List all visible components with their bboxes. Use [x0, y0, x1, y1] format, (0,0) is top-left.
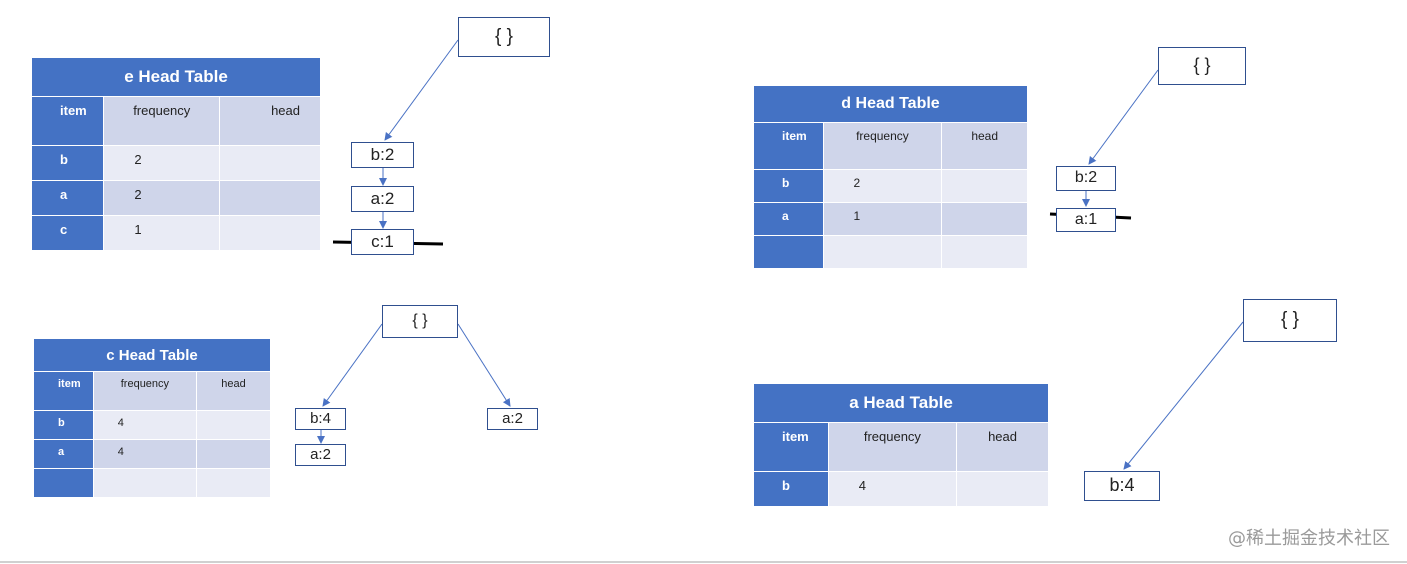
row-head — [197, 469, 270, 497]
table-row: a 2 — [32, 181, 320, 215]
table-row: b 4 — [754, 472, 1048, 506]
d-tree-root-node: { } — [1158, 47, 1246, 85]
e-tree-node-c: c:1 — [351, 229, 414, 255]
c-tree-root-node: { } — [382, 305, 458, 338]
row-frequency: 2 — [104, 146, 220, 180]
d-tree-node-b: b:2 — [1056, 166, 1116, 191]
c-tree-node-a: a:2 — [487, 408, 538, 430]
column-header-head: head — [942, 123, 1027, 169]
row-item: a — [32, 181, 104, 215]
row-frequency — [93, 469, 197, 497]
e-tree-root-node: { } — [458, 17, 550, 57]
row-frequency: 1 — [104, 216, 220, 250]
c-link-root-a — [457, 323, 511, 407]
column-header-item: item — [34, 372, 93, 410]
d-tree-node-a: a:1 — [1056, 208, 1116, 232]
column-header-head: head — [957, 423, 1048, 471]
table-row — [754, 236, 1027, 268]
row-frequency: 4 — [93, 440, 197, 468]
column-header-frequency: frequency — [823, 123, 942, 169]
row-frequency: 4 — [93, 411, 197, 439]
row-item: c — [32, 216, 104, 250]
row-head — [942, 203, 1027, 235]
a-head-table-title: a Head Table — [754, 384, 1048, 422]
row-item — [754, 236, 823, 268]
e-tree-node-b: b:2 — [351, 142, 414, 168]
a-link-root-b — [1123, 321, 1244, 470]
c-link-root-b — [322, 323, 383, 407]
d-head-table: d Head Table item frequency head b 2 a 1 — [753, 85, 1028, 269]
row-frequency: 4 — [828, 472, 957, 506]
c-head-table-title: c Head Table — [34, 339, 270, 371]
row-item: b — [754, 472, 828, 506]
d-head-table-title: d Head Table — [754, 86, 1027, 122]
c-head-table: c Head Table item frequency head b 4 a 4 — [33, 338, 271, 498]
e-head-table: e Head Table item frequency head b 2 a 2… — [31, 57, 321, 251]
row-frequency — [823, 236, 942, 268]
e-tree-node-a: a:2 — [351, 186, 414, 212]
table-row: b 2 — [32, 146, 320, 180]
column-header-frequency: frequency — [104, 97, 220, 145]
row-frequency: 2 — [823, 170, 942, 202]
column-header-item: item — [754, 423, 828, 471]
row-item: b — [754, 170, 823, 202]
row-frequency: 2 — [104, 181, 220, 215]
table-row: b 2 — [754, 170, 1027, 202]
row-head — [957, 472, 1048, 506]
row-head — [220, 216, 320, 250]
row-head — [220, 146, 320, 180]
row-item — [34, 469, 93, 497]
table-row — [34, 469, 270, 497]
column-header-item: item — [754, 123, 823, 169]
row-head — [942, 170, 1027, 202]
row-item: b — [34, 411, 93, 439]
table-row: a 1 — [754, 203, 1027, 235]
a-tree-node-b: b:4 — [1084, 471, 1160, 501]
watermark: @稀土掘金技术社区 — [1228, 528, 1390, 549]
e-link-root-b — [384, 39, 459, 141]
e-head-table-title: e Head Table — [32, 58, 320, 96]
row-item: b — [32, 146, 104, 180]
column-header-frequency: frequency — [93, 372, 197, 410]
d-link-root-b — [1088, 69, 1159, 165]
c-tree-node-a-child: a:2 — [295, 444, 346, 466]
a-tree-root-node: { } — [1243, 299, 1337, 342]
bottom-divider — [0, 561, 1407, 563]
column-header-head: head — [197, 372, 270, 410]
row-head — [220, 181, 320, 215]
a-head-table: a Head Table item frequency head b 4 — [753, 383, 1049, 507]
column-header-head: head — [220, 97, 320, 145]
c-tree-node-b: b:4 — [295, 408, 346, 430]
row-head — [197, 440, 270, 468]
table-row: b 4 — [34, 411, 270, 439]
row-item: a — [34, 440, 93, 468]
row-frequency: 1 — [823, 203, 942, 235]
row-head — [942, 236, 1027, 268]
column-header-item: item — [32, 97, 104, 145]
row-head — [197, 411, 270, 439]
table-row: a 4 — [34, 440, 270, 468]
row-item: a — [754, 203, 823, 235]
column-header-frequency: frequency — [828, 423, 957, 471]
table-row: c 1 — [32, 216, 320, 250]
